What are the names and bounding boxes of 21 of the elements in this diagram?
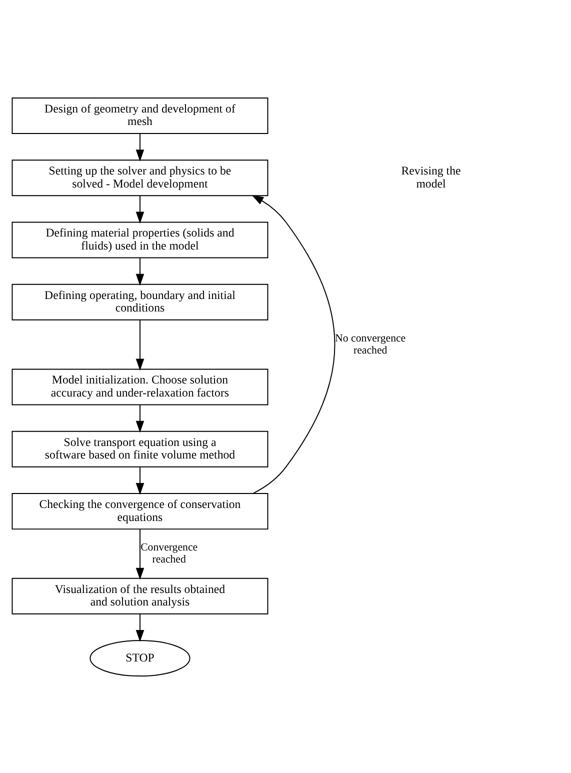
node-box: Model initialization. Choose solution accuracy and under-relaxation factors bbox=[12, 368, 268, 405]
arrow bbox=[136, 466, 144, 494]
node-box: Solve transport equation using a software based on finite volume method bbox=[12, 430, 268, 467]
node-box: Setting up the solver and physics to be solved - Model development bbox=[12, 159, 268, 196]
edge-label: Convergence reached bbox=[140, 541, 198, 565]
edge-label: No convergence reached bbox=[335, 332, 406, 356]
node-ellipse: STOP bbox=[90, 640, 190, 676]
arrow bbox=[136, 194, 144, 224]
node-box: Visualization of the results obtained and solution analysis bbox=[12, 577, 268, 614]
node-box: Checking the convergence of conservation equations bbox=[12, 492, 268, 530]
arrow bbox=[136, 404, 144, 432]
arrow bbox=[136, 613, 144, 642]
arrow bbox=[136, 257, 144, 286]
arrow bbox=[136, 132, 144, 161]
node-box: Design of geometry and development of mesh bbox=[12, 96, 268, 134]
arrow bbox=[252, 194, 336, 494]
node-box: Defining material properties (solids and fluids) used in the model bbox=[12, 221, 268, 258]
label: Revising the model bbox=[401, 163, 461, 190]
arrow bbox=[136, 528, 144, 580]
node-box: Defining operating, boundary and initial conditions bbox=[12, 283, 268, 320]
arrow bbox=[136, 319, 144, 370]
